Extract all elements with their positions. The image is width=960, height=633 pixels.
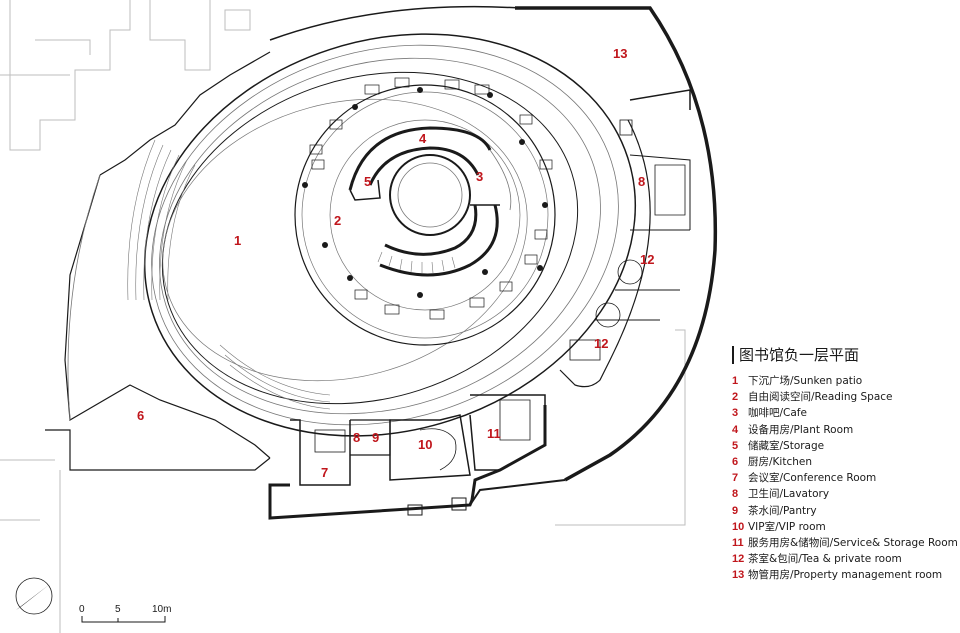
context-buildings [0,0,686,633]
legend-item: 3 咖啡吧/Cafe [732,405,958,421]
legend-item: 5 储藏室/Storage [732,438,958,454]
legend-number: 8 [732,488,739,501]
legend-item: 11 服务用房&储物间/Service& Storage Room [732,535,958,551]
reading-ring [294,84,556,346]
scale-tick-label: 10m [152,604,171,615]
legend-item: 1 下沉广场/Sunken patio [732,373,958,389]
room-label: 6 [137,408,144,423]
core-stair [377,251,456,274]
room-label: 13 [613,46,627,61]
scale-tick-label: 5 [115,604,121,615]
legend-item: 4 设备用房/Plant Room [732,422,958,438]
legend-label: 自由阅读空间/Reading Space [748,391,893,404]
legend-number: 10 [732,520,745,533]
room-label: 11 [487,426,501,441]
legend-number: 13 [732,569,745,582]
tiered-steps [127,139,331,410]
room-label: 3 [476,169,483,184]
room-label: 12 [594,336,608,351]
legend-number: 11 [732,537,744,550]
legend-number: 3 [732,407,739,420]
legend-label: 储藏室/Storage [748,439,825,452]
legend-label: 卫生间/Lavatory [748,488,830,501]
legend: 图书馆负一层平面 1 下沉广场/Sunken patio 2 自由阅读空间/Read… [732,346,958,584]
legend-label: VIP室/VIP room [748,520,826,533]
room-label: 7 [321,465,328,480]
legend-number: 4 [732,423,739,436]
legend-item: 9 茶水间/Pantry [732,503,958,519]
legend-number: 6 [732,456,739,469]
room-labels: 1 2 3 4 5 6 7 8 9 10 11 12 12 13 8 [137,46,654,480]
room-label: 8 [638,174,645,189]
legend-item: 7 会议室/Conference Room [732,470,958,486]
legend-label: 物管用房/Property management room [748,569,943,582]
legend-label: 会议室/Conference Room [748,472,877,485]
scale-tick-label: 0 [79,604,85,615]
north-arrow [15,577,53,615]
room-label: 12 [640,252,654,267]
legend-number: 12 [732,553,745,566]
legend-number: 1 [732,375,739,387]
legend-item: 2 自由阅读空间/Reading Space [732,389,958,405]
legend-number: 5 [732,439,739,452]
patio-edges [45,51,271,471]
legend-label: 茶水间/Pantry [748,504,817,517]
room-label: 9 [372,430,379,445]
legend-title: 图书馆负一层平面 [732,346,958,364]
legend-item: 6 厨房/Kitchen [732,454,958,470]
legend-label: 服务用房&储物间/Service& Storage Room [748,537,958,550]
room-label: 2 [334,213,341,228]
room-label: 4 [419,131,427,146]
furniture [309,77,553,320]
core [348,126,512,277]
legend-label: 茶室&包间/Tea & private room [748,553,902,566]
scale-bar: 0 5 10m [79,604,171,623]
legend-label: 设备用房/Plant Room [748,423,854,436]
legend-label: 下沉广场/Sunken patio [748,375,863,387]
room-label: 10 [418,437,432,452]
legend-label: 厨房/Kitchen [748,456,812,469]
legend-item: 8 卫生间/Lavatory [732,486,958,502]
sunken-patio [143,33,637,437]
legend-label: 咖啡吧/Cafe [748,407,807,420]
room-label: 1 [234,233,241,248]
legend-number: 9 [732,504,739,517]
columns [302,87,548,298]
legend-number: 2 [732,391,739,404]
legend-number: 7 [732,472,739,485]
room-label: 5 [364,174,371,189]
room-label: 8 [353,430,360,445]
bottom-rooms [290,394,546,516]
service-band [559,89,691,388]
